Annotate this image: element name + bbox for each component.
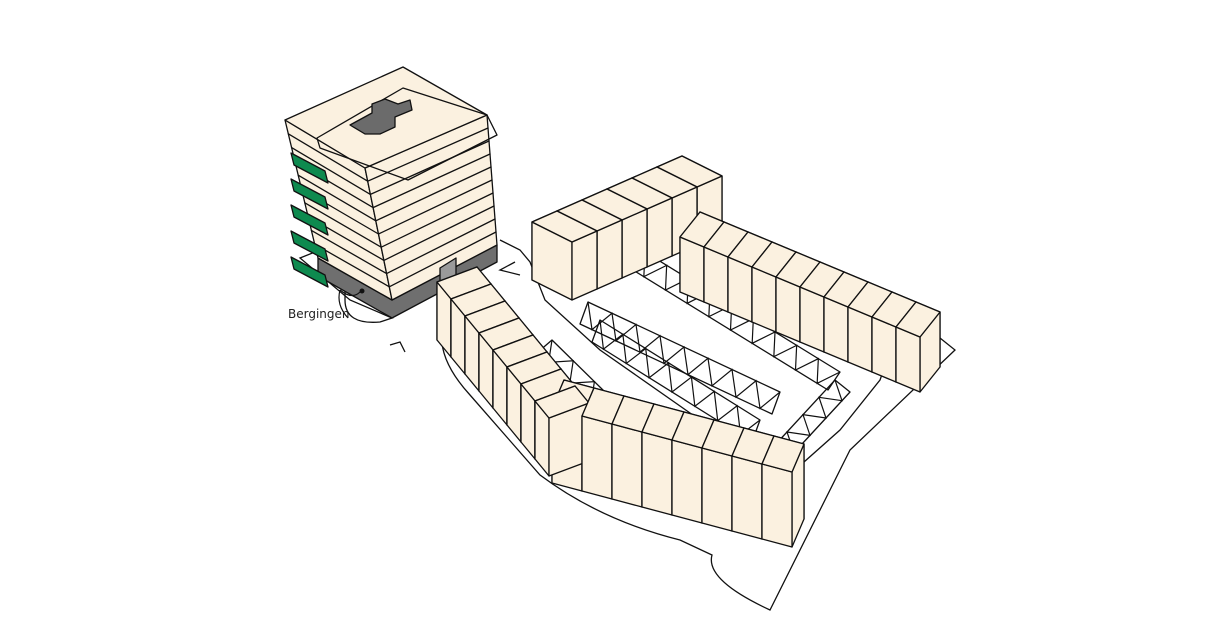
row-house-facade [895, 326, 921, 393]
parking-row [579, 301, 781, 415]
row-house-unit [895, 301, 941, 393]
balcony-2 [290, 178, 329, 210]
row-house-facade [581, 415, 613, 500]
tower-roof-divider [316, 87, 498, 181]
apartment-tower [284, 66, 498, 319]
row-house-unit [534, 385, 590, 477]
row-house-facade [641, 431, 673, 516]
row-house-facade [671, 439, 703, 524]
parking-space-markings [643, 251, 841, 385]
row-house-facade [596, 219, 623, 290]
tower-floor-line [287, 127, 489, 182]
row-houses [436, 155, 941, 548]
row-house-facade [571, 230, 598, 301]
row-house-facade [799, 286, 825, 353]
tower-floor-line [307, 205, 495, 262]
tower-floor-line [290, 140, 490, 196]
row-house-facade [679, 236, 705, 303]
storage-label: Bergingen [288, 307, 350, 321]
row-house-unit [761, 435, 805, 548]
row-house-facade [871, 316, 897, 383]
row-house-facade [611, 423, 643, 508]
row-house-facade [761, 463, 793, 548]
tower-floor-line [304, 192, 494, 248]
row-house-facade [646, 197, 673, 268]
row-house-facade [703, 246, 729, 313]
row-house-facade [731, 455, 763, 540]
row-house-facade [727, 256, 753, 323]
site-boundary [440, 308, 956, 611]
row-house-facade [775, 276, 801, 343]
row-house-roof [531, 210, 598, 243]
tower-plot-outline [298, 239, 394, 323]
balcony-4 [290, 230, 329, 262]
tower-floor-line [294, 153, 491, 209]
row-house-roof [895, 301, 941, 338]
site-ground-outline [298, 239, 956, 611]
row-house-facade [751, 266, 777, 333]
balcony-1 [290, 152, 329, 184]
parking-row-outline [579, 301, 781, 415]
row-house-facade [823, 296, 849, 363]
row-house-facade [701, 447, 733, 532]
parking-space-markings [599, 319, 761, 436]
row-house-facade [847, 306, 873, 373]
tower-floor-line [314, 231, 497, 288]
row-house-facade [621, 208, 648, 279]
roof-stair-core [349, 98, 413, 135]
tower-floor-line [300, 179, 493, 235]
storage-leader-line [338, 289, 361, 319]
storage-marker [359, 288, 365, 294]
row-house-unit [799, 261, 845, 353]
access-path [389, 341, 406, 353]
row-house-unit [531, 210, 598, 301]
tower-floor-line [310, 218, 496, 275]
tower-floor-line [297, 166, 492, 222]
row-house-roof [761, 435, 805, 473]
balcony-5 [290, 256, 329, 288]
parking-space-markings [587, 301, 781, 410]
balcony-3 [290, 204, 329, 236]
